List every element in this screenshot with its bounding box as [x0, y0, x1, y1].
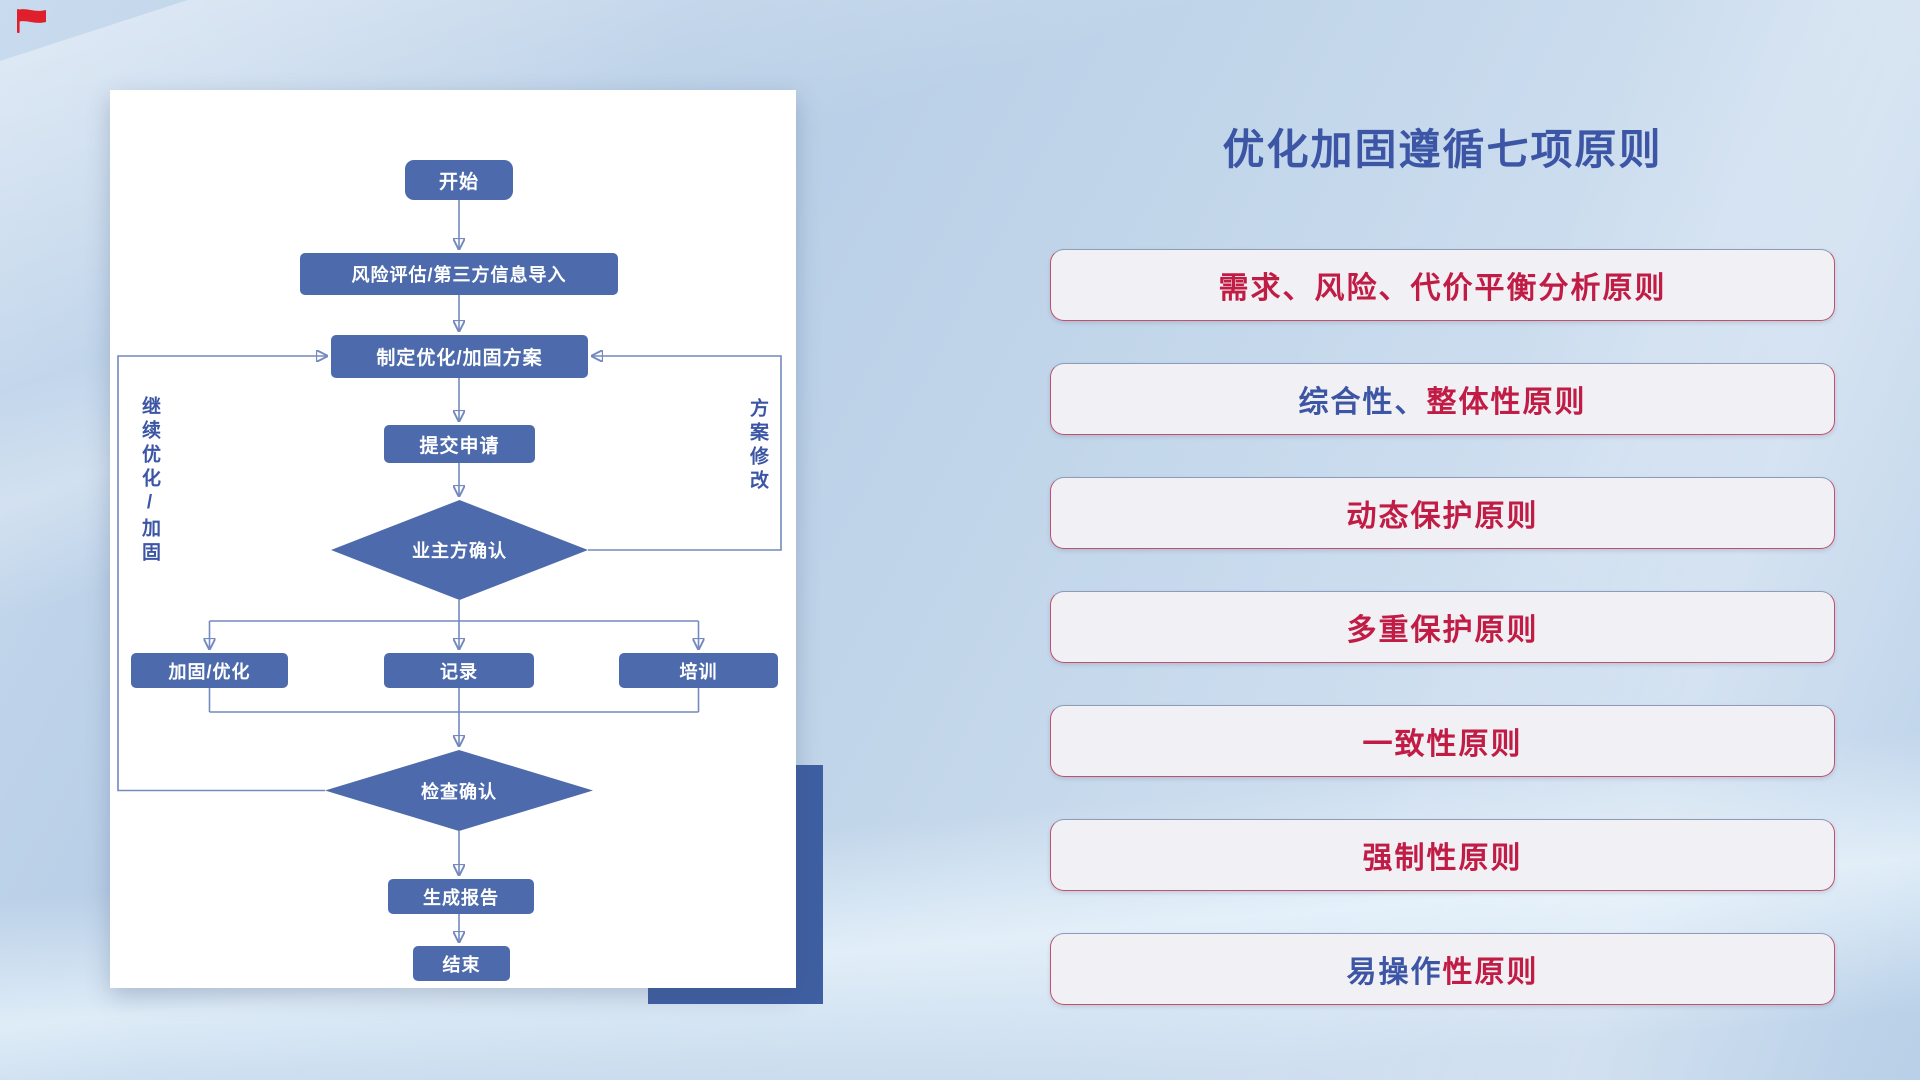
flow-node-submit: 提交申请 [384, 425, 535, 463]
principle-text: 一致性原则 [1362, 728, 1523, 761]
flow-node-reinforce: 加固/优化 [131, 653, 288, 688]
principle-text: 强制性原则 [1362, 842, 1523, 875]
flow-node-report: 生成报告 [388, 879, 534, 914]
principle-text: 性原则 [1442, 956, 1539, 989]
flow-node-training: 培训 [619, 653, 778, 688]
principle-item: 易操作性原则 [1050, 933, 1835, 1005]
principles-list: 需求、风险、代价平衡分析原则综合性、整体性原则动态保护原则多重保护原则一致性原则… [1050, 249, 1835, 1005]
flow-node-risk-import: 风险评估/第三方信息导入 [300, 253, 618, 295]
loop-label-plan-revision: 方案修改 [747, 398, 768, 494]
principle-text: 易操作 [1346, 956, 1443, 989]
principle-item: 动态保护原则 [1050, 477, 1835, 549]
principle-text: 动态保护原则 [1346, 500, 1539, 533]
principle-item: 需求、风险、代价平衡分析原则 [1050, 249, 1835, 321]
principle-text: 多重保护原则 [1346, 614, 1539, 647]
flow-node-start: 开始 [405, 160, 513, 200]
loop-label-continue-optimize: 继续优化/加固 [139, 396, 160, 566]
principle-text: 整体性原则 [1426, 386, 1587, 419]
panel-title: 优化加固遵循七项原则 [1222, 126, 1663, 173]
red-flag-logo [17, 9, 46, 33]
flow-node-make-plan: 制定优化/加固方案 [331, 335, 588, 378]
principle-text: 需求、风险、代价平衡分析原则 [1218, 272, 1667, 305]
principle-text: 综合性、 [1298, 386, 1427, 419]
principle-item: 一致性原则 [1050, 705, 1835, 777]
principle-item: 强制性原则 [1050, 819, 1835, 891]
flow-node-record: 记录 [384, 653, 534, 688]
flow-node-end: 结束 [413, 946, 510, 981]
principle-item: 综合性、整体性原则 [1050, 363, 1835, 435]
principle-item: 多重保护原则 [1050, 591, 1835, 663]
